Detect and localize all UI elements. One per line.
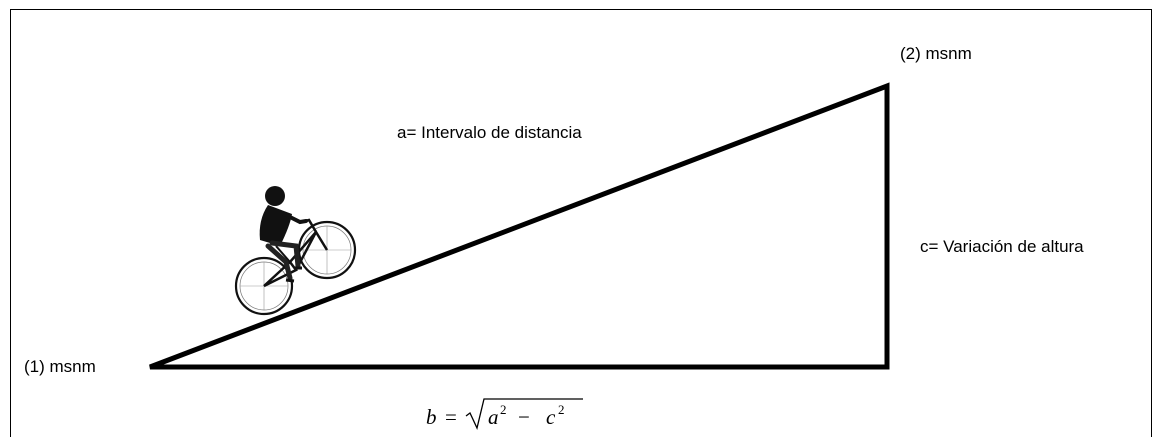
hypotenuse-label: a= Intervalo de distancia bbox=[397, 123, 582, 142]
point-start-label: (1) msnm bbox=[24, 357, 96, 376]
vertical-label: c= Variación de altura bbox=[920, 237, 1084, 256]
cyclist-icon bbox=[234, 186, 357, 316]
diagram-frame bbox=[10, 9, 1152, 437]
formula-lhs: b bbox=[426, 405, 437, 429]
slope-triangle bbox=[149, 82, 890, 370]
base-formula: b = a 2 − c 2 bbox=[426, 398, 583, 430]
formula-c-exponent: 2 bbox=[558, 402, 565, 417]
formula-a-exponent: 2 bbox=[500, 402, 507, 417]
sqrt-icon bbox=[465, 398, 583, 430]
formula-minus: − bbox=[518, 405, 530, 429]
formula-c: c bbox=[546, 405, 556, 429]
formula-a: a bbox=[488, 405, 499, 429]
point-end-label: (2) msnm bbox=[900, 44, 972, 63]
formula-equals: = bbox=[445, 405, 457, 429]
